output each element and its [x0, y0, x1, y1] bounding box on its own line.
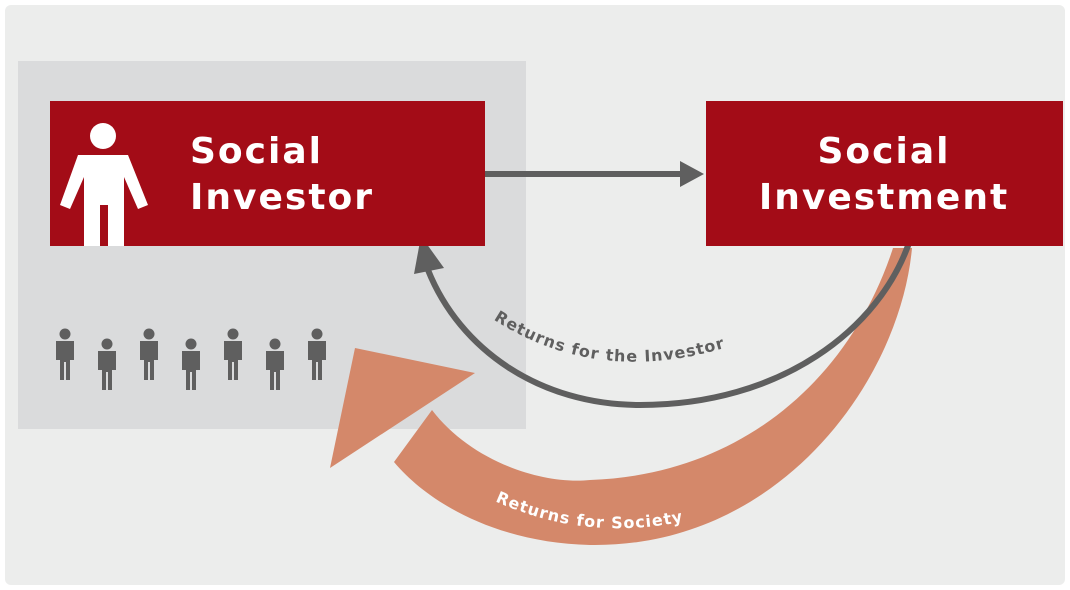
investment-box-background [706, 101, 1063, 246]
society-returns-arrowhead [330, 348, 475, 468]
investment-arrow [484, 161, 704, 187]
society-returns-arrow-band [394, 248, 912, 546]
investor-title-line1: Social [190, 131, 323, 172]
investment-title-line1: Social [818, 131, 951, 172]
investor-returns-curve [425, 239, 913, 409]
person-icon [60, 123, 148, 246]
investor-box: Social Investor [50, 101, 485, 246]
investment-title-line2: Investment [759, 177, 1009, 218]
society-returns-arrow [330, 248, 912, 546]
arrow-right-icon [680, 161, 704, 187]
investment-box: Social Investment [706, 101, 1063, 246]
investor-title-line2: Investor [190, 177, 374, 218]
